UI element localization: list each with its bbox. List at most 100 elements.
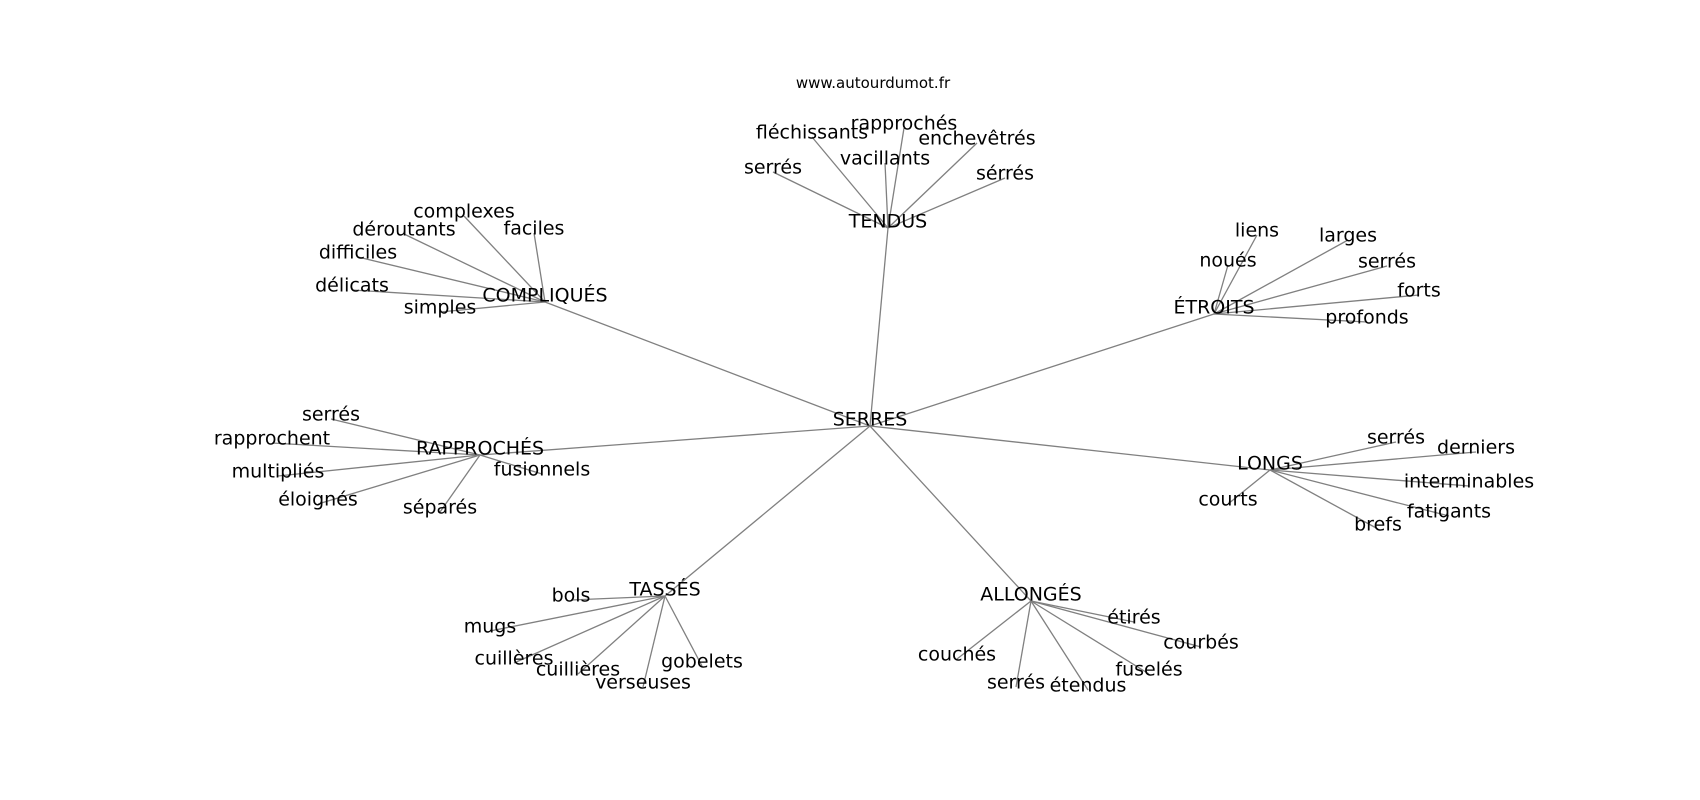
edge-0-4	[887, 142, 978, 229]
word-node[interactable]: bols	[552, 585, 591, 607]
word-node[interactable]: séparés	[403, 497, 477, 519]
edge-6-2	[1030, 600, 1150, 675]
word-node[interactable]: brefs	[1354, 514, 1402, 536]
word-node[interactable]: faciles	[504, 218, 565, 240]
edge-6-4	[1015, 600, 1032, 688]
word-node[interactable]: enchevêtrés	[918, 128, 1035, 150]
word-node[interactable]: profonds	[1325, 307, 1408, 329]
edge-0-1	[811, 136, 889, 229]
word-node[interactable]: mugs	[464, 616, 517, 638]
edge-3-5	[479, 454, 543, 475]
center-word[interactable]: SERRES	[833, 409, 908, 431]
site-credit[interactable]: www.autourdumot.fr	[796, 74, 951, 92]
hub-word[interactable]: TENDUS	[848, 211, 927, 233]
edge-1-3	[357, 256, 546, 303]
edge-5-5	[664, 595, 703, 667]
word-node[interactable]: noués	[1199, 250, 1256, 272]
word-node[interactable]: interminables	[1404, 471, 1534, 493]
word-node[interactable]: déroutants	[352, 219, 455, 241]
hub-word[interactable]: ÉTROITS	[1173, 296, 1254, 319]
edge-2-4	[1213, 294, 1420, 315]
edge-4-1	[1269, 451, 1477, 471]
word-node[interactable]: forts	[1397, 280, 1440, 302]
edge-2-2	[1213, 239, 1349, 315]
edge-center-6	[869, 425, 1032, 602]
word-node[interactable]: cuillières	[536, 659, 620, 681]
word-node[interactable]: cuillères	[475, 648, 554, 670]
hub-word[interactable]: COMPLIQUÉS	[482, 284, 607, 307]
edge-4-2	[1269, 469, 1470, 487]
word-node[interactable]: fuselés	[1115, 659, 1182, 681]
word-node[interactable]: délicats	[315, 275, 389, 297]
edge-3-0	[330, 418, 481, 456]
word-node[interactable]: fléchissants	[756, 122, 868, 144]
word-node[interactable]: verseuses	[595, 672, 691, 694]
edge-0-2	[887, 127, 905, 229]
word-node[interactable]: liens	[1235, 220, 1279, 242]
edge-center-1	[544, 301, 871, 427]
edge-0-0	[772, 171, 889, 229]
word-node[interactable]: difficiles	[319, 242, 397, 264]
edge-0-3	[884, 162, 889, 229]
edge-6-1	[1030, 600, 1202, 648]
edge-2-5	[1213, 313, 1368, 323]
word-node[interactable]: complexes	[413, 201, 515, 223]
word-node[interactable]: fusionnels	[494, 459, 590, 481]
edge-center-4	[869, 425, 1271, 471]
word-node[interactable]: courbés	[1163, 632, 1239, 654]
word-node[interactable]: serrés	[987, 672, 1045, 694]
edge-1-0	[463, 215, 546, 303]
word-node[interactable]: vacillants	[840, 148, 930, 170]
word-node[interactable]: courts	[1198, 489, 1257, 511]
word-node[interactable]: étirés	[1107, 607, 1160, 629]
hub-word[interactable]: TASSÉS	[628, 578, 700, 601]
word-node[interactable]: larges	[1319, 225, 1377, 247]
word-node[interactable]: rapprochés	[851, 113, 958, 135]
edge-1-4	[351, 289, 546, 303]
word-node[interactable]: étendus	[1050, 675, 1127, 697]
labels-layer: www.autourdumot.fr SERRES serrés fléchissa…	[214, 74, 1534, 697]
word-node[interactable]: rapprochent	[214, 428, 330, 450]
edge-5-0	[570, 595, 666, 601]
edge-center-5	[664, 425, 871, 597]
word-node[interactable]: serrés	[302, 404, 360, 426]
edge-4-3	[1269, 469, 1450, 517]
edge-1-5	[439, 301, 546, 313]
edge-6-5	[956, 600, 1032, 660]
hub-word[interactable]: ALLONGÉS	[980, 583, 1081, 606]
edge-2-0	[1213, 234, 1258, 315]
word-node[interactable]: couchés	[918, 644, 996, 666]
word-node[interactable]: sérrés	[976, 163, 1034, 185]
edge-1-1	[403, 233, 546, 303]
word-node[interactable]: serrés	[1367, 427, 1425, 449]
hub-word[interactable]: LONGS	[1237, 453, 1303, 475]
edge-center-3	[479, 425, 871, 456]
edge-5-2	[513, 595, 666, 664]
edge-5-1	[489, 595, 666, 632]
word-node[interactable]: gobelets	[661, 651, 743, 673]
word-node[interactable]: éloignés	[278, 489, 358, 511]
edge-5-3	[577, 595, 666, 675]
word-node[interactable]: fatigants	[1407, 501, 1491, 523]
edge-5-4	[642, 595, 666, 688]
edges-layer	[271, 127, 1477, 691]
edge-4-4	[1269, 469, 1379, 530]
edge-2-1	[1213, 264, 1229, 315]
edge-3-2	[277, 454, 481, 477]
edge-3-1	[271, 442, 481, 456]
word-node[interactable]: serrés	[1358, 251, 1416, 273]
edge-6-0	[1030, 600, 1135, 623]
edge-4-0	[1269, 441, 1397, 471]
word-node[interactable]: simples	[404, 297, 477, 319]
edge-0-5	[887, 177, 1006, 229]
edge-3-4	[439, 454, 481, 513]
hub-word[interactable]: RAPPROCHÉS	[416, 437, 544, 460]
word-node[interactable]: serrés	[744, 157, 802, 179]
edge-1-2	[533, 232, 546, 303]
word-node[interactable]: multipliés	[232, 461, 325, 483]
edge-6-3	[1030, 600, 1089, 691]
edge-center-0	[869, 227, 889, 427]
word-node[interactable]: derniers	[1437, 437, 1515, 459]
edge-center-2	[869, 313, 1215, 427]
